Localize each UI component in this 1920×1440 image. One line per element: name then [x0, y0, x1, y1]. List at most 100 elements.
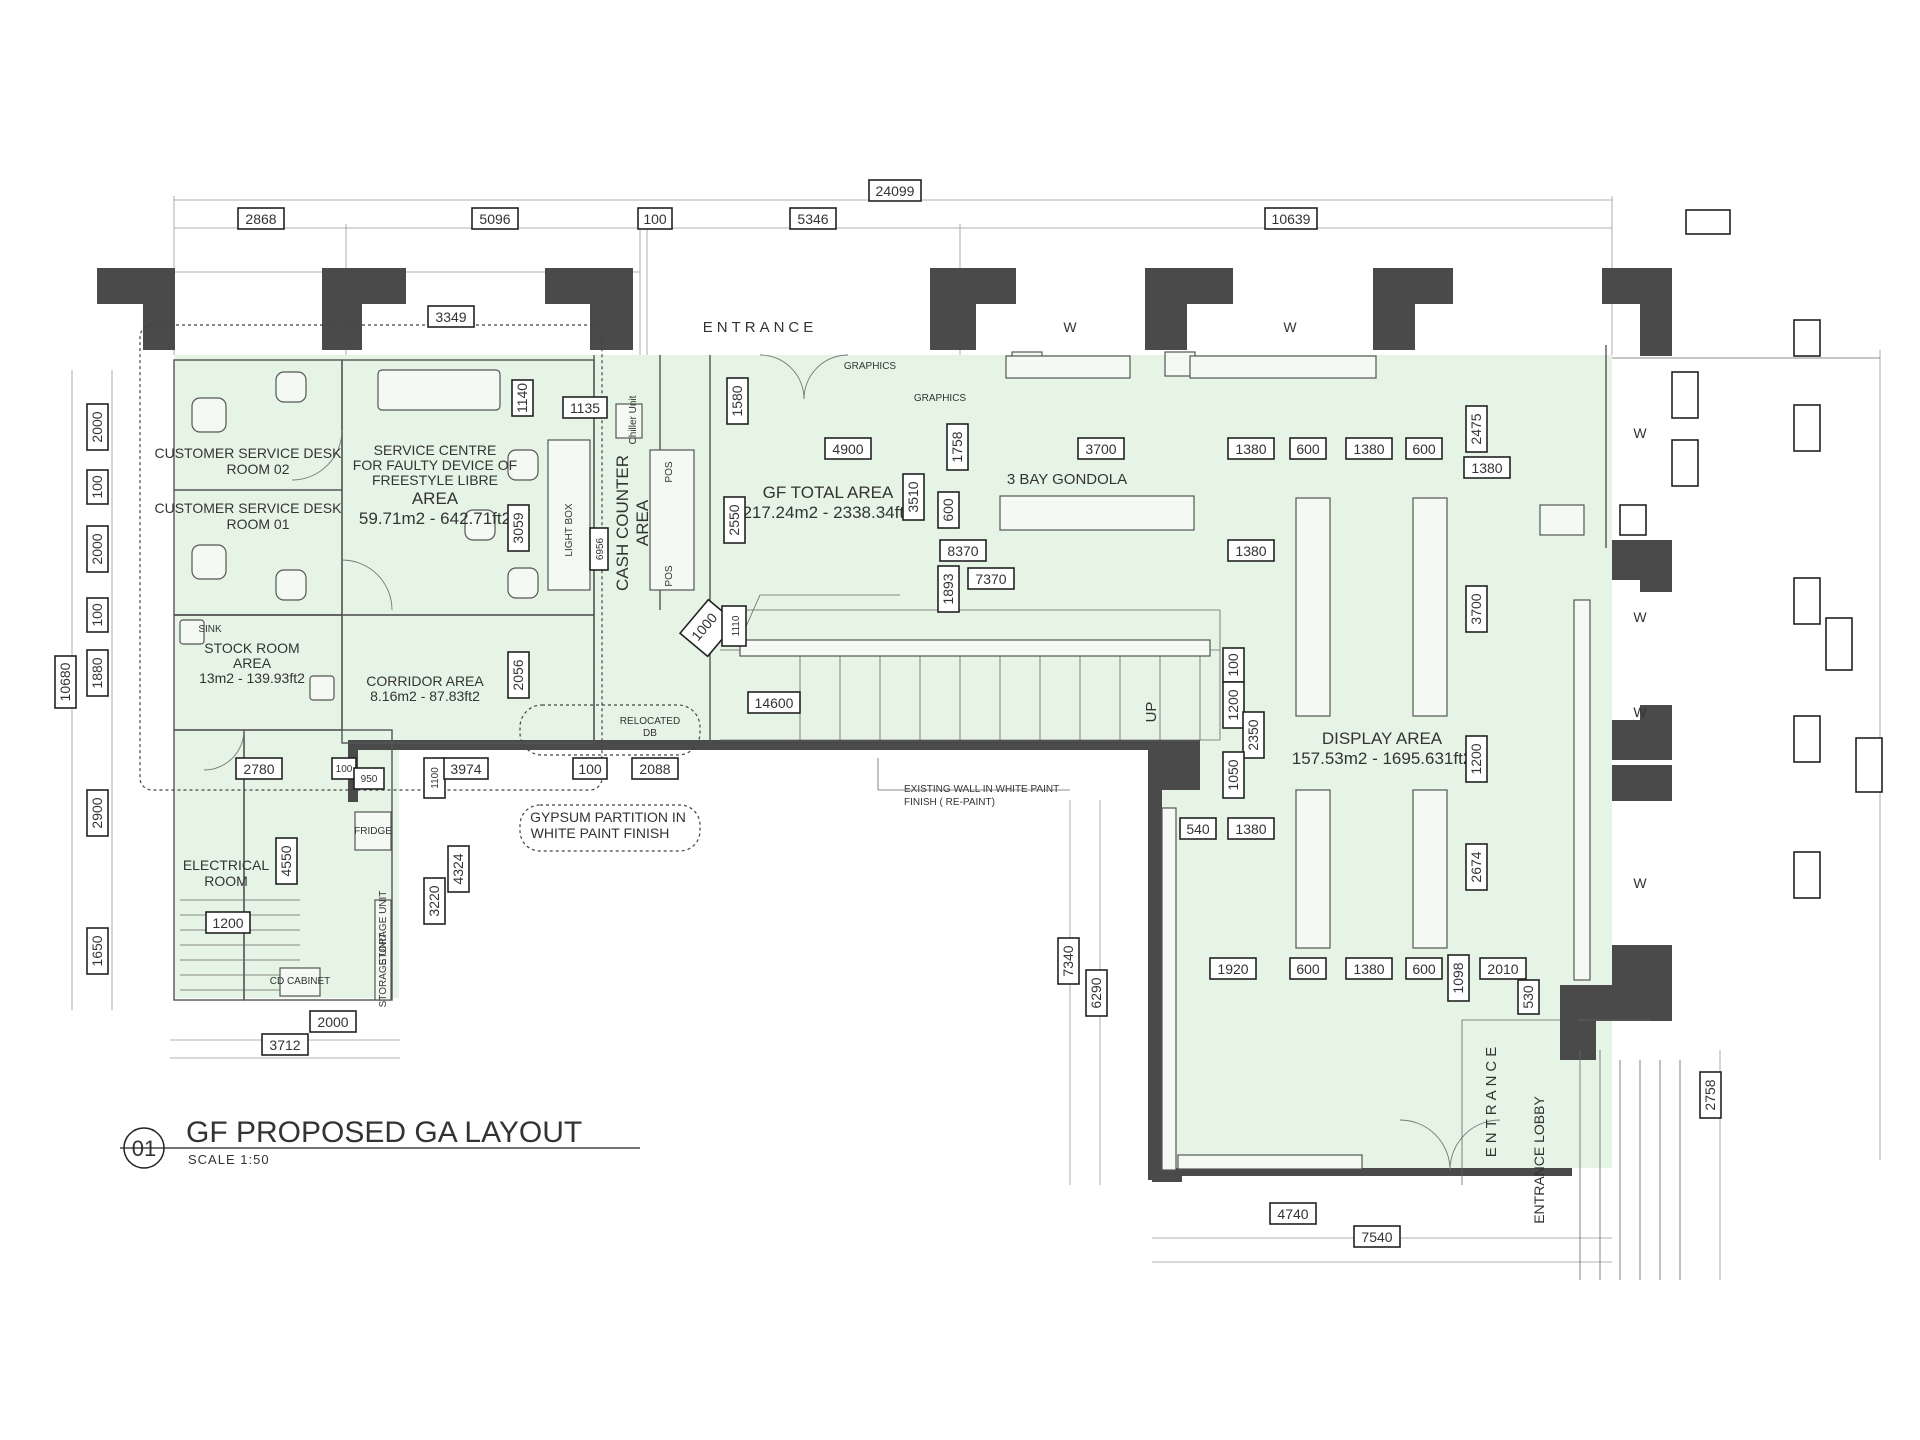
dim-2475: 2475: [1465, 405, 1488, 453]
sink-label: SINK: [198, 624, 222, 635]
svg-text:1650: 1650: [89, 935, 105, 966]
service-line3: FREESTYLE LIBRE: [372, 472, 498, 488]
svg-text:2758: 2758: [1702, 1079, 1718, 1110]
svg-text:10639: 10639: [1272, 211, 1311, 227]
electrical-line2: ROOM: [204, 873, 248, 889]
dim-100v: 100: [1222, 647, 1245, 683]
svg-text:3974: 3974: [450, 761, 481, 777]
dim-left-1880: 1880: [86, 649, 109, 697]
svg-text:8370: 8370: [947, 543, 978, 559]
dim-1580: 1580: [726, 377, 749, 425]
svg-text:2056: 2056: [510, 659, 526, 690]
relocated-db-line2: DB: [643, 728, 657, 739]
svg-text:4740: 4740: [1277, 1206, 1308, 1222]
entrance-right-label: ENTRANCE: [1483, 1043, 1500, 1158]
svg-text:6290: 6290: [1088, 977, 1104, 1008]
svg-text:1880: 1880: [89, 657, 105, 688]
svg-text:100: 100: [89, 475, 105, 499]
svg-text:6956: 6956: [595, 537, 606, 560]
csd1-line2: ROOM 01: [226, 516, 289, 532]
service-line4: AREA: [412, 489, 459, 508]
relocated-db-line1: RELOCATED: [620, 716, 680, 727]
dim-7370: 7370: [967, 567, 1015, 590]
svg-text:540: 540: [1186, 821, 1210, 837]
dim-540: 540: [1179, 817, 1217, 840]
pos-label-2: POS: [664, 565, 675, 586]
svg-text:7340: 7340: [1060, 945, 1076, 976]
svg-text:1380: 1380: [1235, 543, 1266, 559]
cash-counter-line1: CASH COUNTER: [613, 455, 632, 591]
graphics-label-2: GRAPHICS: [914, 393, 967, 404]
dim-overall: 24099: [868, 179, 922, 202]
dim-2000b: 2000: [309, 1010, 357, 1033]
display-line1: DISPLAY AREA: [1322, 729, 1443, 748]
svg-text:2350: 2350: [1245, 719, 1261, 750]
dim-600e: 600: [1405, 957, 1443, 980]
svg-text:100: 100: [578, 761, 602, 777]
svg-text:1380: 1380: [1235, 441, 1266, 457]
dim-6956: 6956: [589, 527, 609, 571]
storage-label-1: STORAGE UNIT: [378, 891, 389, 966]
svg-text:1380: 1380: [1235, 821, 1266, 837]
stock-line1: STOCK ROOM: [204, 640, 299, 656]
window-label-3: W: [1633, 425, 1647, 441]
partitions: [173, 355, 1221, 1001]
svg-text:1110: 1110: [731, 615, 742, 636]
svg-text:2780: 2780: [243, 761, 274, 777]
gypsum-note-1: GYPSUM PARTITION IN: [530, 809, 686, 825]
svg-text:1100: 1100: [430, 767, 441, 789]
svg-text:1200: 1200: [212, 915, 243, 931]
svg-text:2475: 2475: [1468, 413, 1484, 444]
svg-text:2868: 2868: [245, 211, 276, 227]
dim-600b: 600: [1405, 437, 1443, 460]
window-label-4: W: [1633, 609, 1647, 625]
dim-1380c: 1380: [1463, 456, 1511, 479]
dim-left-2000b: 2000: [86, 525, 109, 573]
svg-text:600: 600: [1412, 441, 1436, 457]
svg-text:3220: 3220: [426, 885, 442, 916]
svg-text:600: 600: [1296, 961, 1320, 977]
dim-530: 530: [1517, 979, 1540, 1015]
dim-2550: 2550: [723, 496, 746, 544]
svg-text:3712: 3712: [269, 1037, 300, 1053]
svg-text:3059: 3059: [510, 512, 526, 543]
dim-100b: 100: [331, 757, 357, 780]
svg-text:600: 600: [940, 498, 956, 522]
furniture: [179, 355, 1585, 1170]
door-swings: [203, 354, 1501, 1171]
revision-clouds: [139, 324, 701, 791]
entrance-top-label: ENTRANCE: [703, 319, 818, 336]
svg-text:3349: 3349: [435, 309, 466, 325]
svg-text:5096: 5096: [479, 211, 510, 227]
dim-1380a: 1380: [1227, 437, 1275, 460]
dim-left-1650: 1650: [86, 927, 109, 975]
gypsum-note-2: WHITE PAINT FINISH: [531, 825, 670, 841]
dim-2758: 2758: [1699, 1071, 1722, 1119]
entrance-lobby-label: ENTRANCE LOBBY: [1531, 1096, 1547, 1224]
dim-top-3: 100: [637, 207, 673, 230]
empty-tag-boxes: [1619, 209, 1883, 899]
dim-600a: 600: [1289, 437, 1327, 460]
svg-text:1580: 1580: [729, 385, 745, 416]
csd1-line1: CUSTOMER SERVICE DESK: [155, 500, 343, 516]
svg-text:1893: 1893: [940, 573, 956, 604]
window-label-1: W: [1063, 319, 1077, 335]
chiller-label: Chiller Unit: [628, 395, 639, 444]
dim-4740: 4740: [1269, 1202, 1317, 1225]
drawing-title-block: 01 GF PROPOSED GA LAYOUT SCALE 1:50: [120, 1116, 640, 1169]
dim-100c: 100: [572, 757, 608, 780]
dim-4324: 4324: [447, 845, 470, 893]
text-labels: ENTRANCE GRAPHICS GRAPHICS W W W W W W C…: [155, 319, 1648, 1224]
svg-text:100: 100: [1225, 653, 1241, 677]
svg-text:7540: 7540: [1361, 1229, 1392, 1245]
display-line2: 157.53m2 - 1695.631ft2: [1292, 749, 1473, 768]
dim-1140: 1140: [511, 379, 534, 417]
svg-text:530: 530: [1520, 985, 1536, 1009]
glass-frontage: [1461, 345, 1880, 1280]
walls: [97, 268, 1672, 1182]
svg-text:2900: 2900: [89, 797, 105, 828]
svg-text:2088: 2088: [639, 761, 670, 777]
dim-4550: 4550: [275, 837, 298, 885]
dim-950: 950: [353, 767, 385, 790]
svg-text:950: 950: [361, 774, 378, 785]
